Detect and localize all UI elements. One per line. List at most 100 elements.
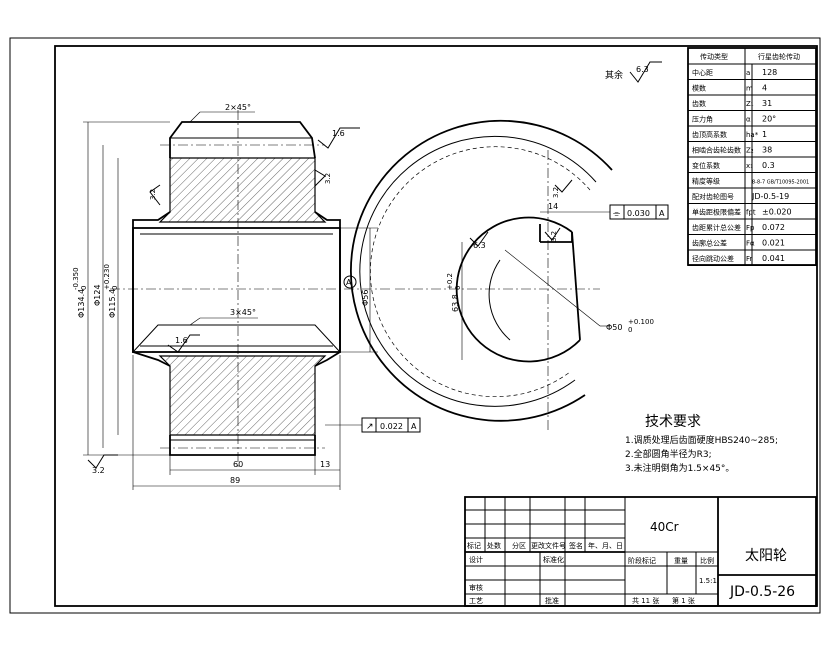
tb-approve: 批准 — [545, 596, 559, 605]
gear-section-top-hatch — [158, 157, 327, 223]
param-name: 精度等级 — [692, 177, 720, 186]
param-value: ±0.020 — [762, 208, 792, 217]
param-header-name: 传动类型 — [700, 52, 728, 61]
outer-frame — [9, 37, 821, 614]
width-89: 89 — [230, 476, 240, 485]
roughness-end-bore: 6.3 — [473, 241, 486, 250]
roughness-keyway: 3.2 — [552, 187, 560, 198]
param-header-value: 行星齿轮传动 — [758, 52, 800, 61]
tb-drawing-number: JD-0.5-26 — [729, 584, 795, 600]
param-symbol: Z₂ — [746, 147, 754, 155]
param-symbol: x₁ — [746, 162, 753, 170]
chamfer-top: 2×45° — [225, 103, 251, 112]
keyway-depth-tol: +0.2 — [446, 273, 454, 290]
param-symbol: Fα — [746, 240, 755, 248]
param-value: 4 — [762, 84, 767, 93]
param-name: 配对齿轮图号 — [692, 192, 734, 201]
section-view: Φ134.4 -0.350 0 Φ124 Φ115.4 +0.230 0 Φ56… — [72, 103, 421, 490]
roughness-top: 1.6 — [332, 129, 345, 138]
tb-standardize: 标准化 — [543, 555, 564, 564]
param-symbol: a — [746, 69, 750, 77]
dia-tip-tol: -0.350 — [72, 267, 80, 290]
param-value: 38 — [762, 146, 772, 155]
keyway-depth-tol2: 0 — [454, 286, 462, 290]
param-symbol: ha* — [746, 131, 759, 139]
roughness-key-side: 3.2 — [550, 231, 558, 242]
tb-scale: 比例 — [700, 556, 714, 565]
tb-stage-mark: 阶段标记 — [628, 556, 656, 565]
end-view: 14 63.8 +0.2 0 Φ50 +0.100 0 3.2 3.2 6.3 … — [350, 119, 669, 430]
roughness-rest-label: 其余 — [605, 69, 623, 81]
tech-req-item-2: 2.全部圆角半径为R3; — [625, 448, 712, 460]
bore-dia-tol2: 0 — [628, 326, 632, 334]
roughness-right: 3.2 — [324, 173, 332, 184]
param-name: 模数 — [692, 84, 706, 93]
param-name: 变位系数 — [692, 161, 720, 170]
tb-weight: 重量 — [674, 557, 688, 565]
tb-material: 40Cr — [650, 520, 679, 534]
param-value: 20° — [762, 115, 776, 124]
param-name: 相啮合齿轮齿数 — [692, 146, 741, 155]
tb-sheets-total: 共 11 张 — [632, 596, 659, 605]
width-13: 13 — [320, 460, 330, 469]
param-value: JD-0.5-19 — [751, 192, 789, 201]
dia-tip-label: Φ134.4 — [77, 289, 86, 318]
param-symbol: m — [746, 85, 753, 93]
roughness-bottom: 3.2 — [92, 466, 105, 475]
chamfer-bore: 3×45° — [230, 308, 256, 317]
datum-a: A — [346, 278, 352, 287]
tb-sign: 签名 — [569, 541, 583, 550]
symmetry-value: 0.030 — [627, 209, 650, 218]
runout-value: 0.022 — [380, 422, 403, 431]
param-value: 8-8-7 GB/T10095-2001 — [752, 180, 809, 186]
param-symbol: Fr — [746, 255, 753, 263]
dia-pitch-label: Φ124 — [93, 284, 102, 306]
gear-section-bottom-hatch — [158, 355, 327, 436]
param-symbol: Fp — [746, 224, 755, 232]
dia-bore-label: Φ56 — [361, 290, 370, 306]
keyway-width: 14 — [548, 202, 558, 211]
param-name: 压力角 — [692, 115, 713, 124]
param-value: 1 — [762, 130, 767, 139]
width-60: 60 — [233, 460, 243, 469]
param-name: 中心距 — [692, 68, 713, 77]
param-value: 0.3 — [762, 161, 775, 170]
dia-tip-tol2: 0 — [80, 286, 88, 290]
param-name: 齿距累计总公差 — [692, 223, 741, 232]
tech-req-item-1: 1.调质处理后齿面硬度HBS240~285; — [625, 434, 778, 446]
tb-process: 工艺 — [469, 597, 483, 605]
dia-root-tol2: 0 — [111, 286, 119, 290]
symmetry-symbol: ⌯ — [613, 209, 621, 219]
roughness-bore: 1.6 — [175, 336, 188, 345]
tb-sheet-no: 第 1 张 — [672, 596, 695, 605]
tb-scale-value: 1.5:1 — [699, 577, 717, 585]
param-value: 128 — [762, 68, 777, 77]
tb-date: 年、月、日 — [588, 541, 623, 550]
tb-change-doc: 更改文件号 — [531, 541, 566, 550]
tb-count: 处数 — [487, 541, 501, 550]
tb-design: 设计 — [469, 555, 483, 564]
param-name: 径向跳动公差 — [692, 254, 734, 263]
bore-dia: Φ50 — [606, 323, 622, 332]
tech-req-item-3: 3.未注明倒角为1.5×45°。 — [625, 462, 734, 474]
param-value: 31 — [762, 99, 772, 108]
dia-root-label: Φ115.4 — [108, 289, 117, 318]
param-value: 0.072 — [762, 223, 785, 232]
roughness-rest-value: 6.3 — [636, 65, 649, 74]
param-name: 齿顶高系数 — [692, 130, 727, 139]
title-block: 标记 处数 分区 更改文件号 签名 年、月、日 设计 标准化 阶段标记 重量 比… — [464, 496, 817, 607]
keyway-depth: 63.8 — [451, 294, 460, 312]
tb-part-name: 太阳轮 — [745, 548, 787, 564]
param-name: 单齿距极限偏差 — [692, 208, 741, 217]
param-symbol: Z₁ — [746, 100, 754, 108]
tech-req-title: 技术要求 — [645, 414, 701, 430]
param-value: 0.041 — [762, 254, 785, 263]
roughness-left: 3.2 — [149, 189, 157, 200]
tb-zone: 分区 — [512, 541, 526, 550]
runout-datum: A — [411, 422, 417, 431]
param-value: 0.021 — [762, 239, 785, 248]
param-symbol: fpt — [746, 209, 756, 217]
runout-symbol: ↗ — [366, 422, 374, 432]
